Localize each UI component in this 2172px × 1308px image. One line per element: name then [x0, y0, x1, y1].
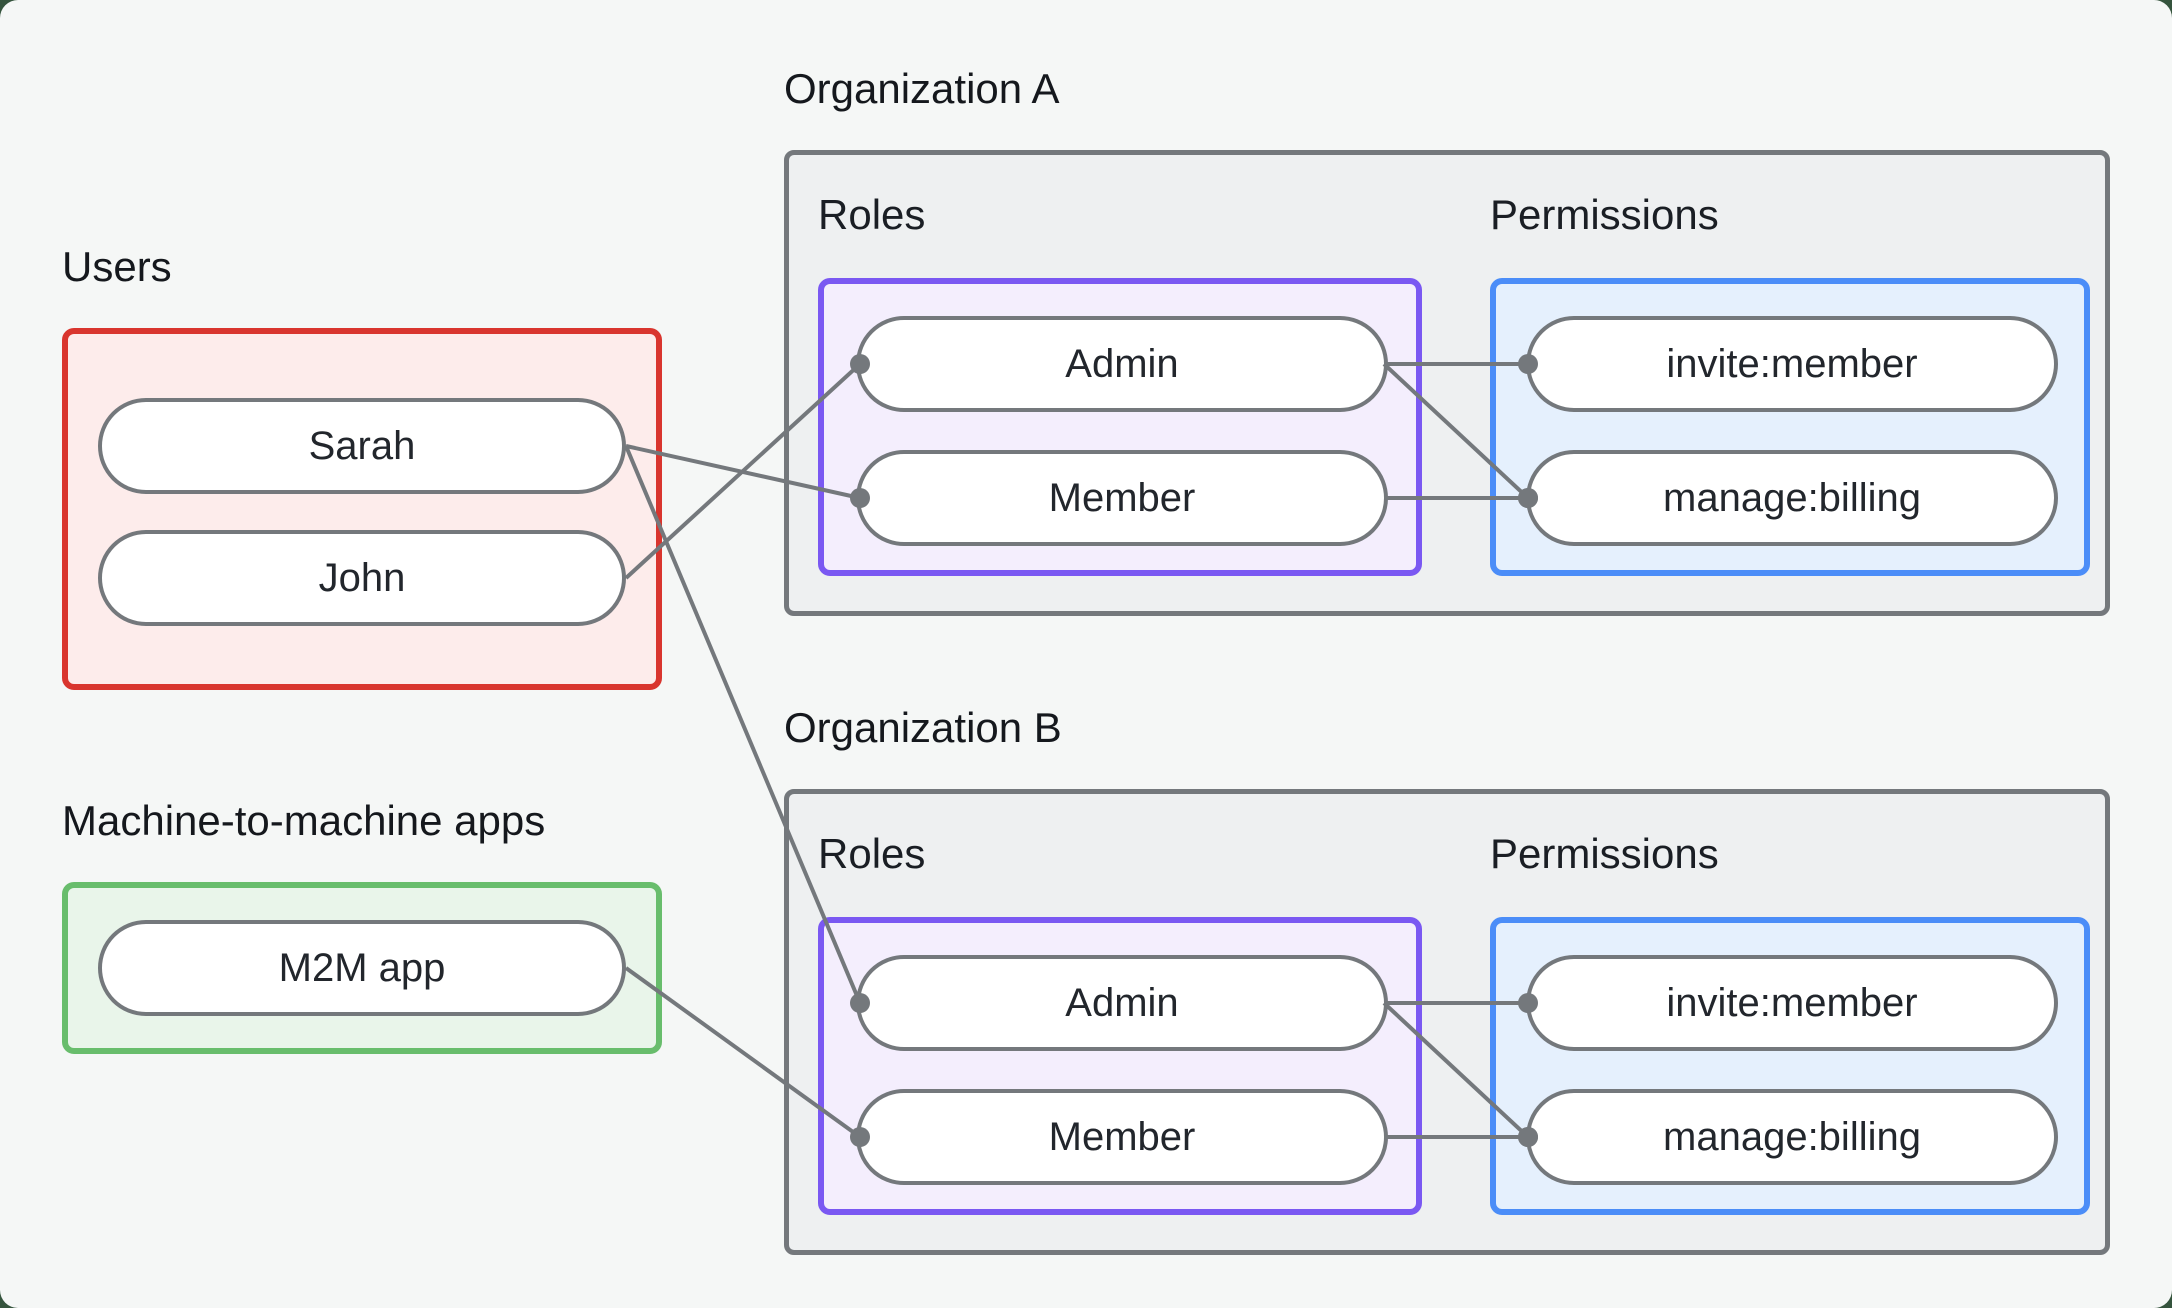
user-pill-sarah: Sarah	[98, 398, 626, 494]
org-b-roles-label: Roles	[818, 830, 926, 877]
m2m-section-title: Machine-to-machine apps	[62, 797, 546, 844]
org-b-role-pill-admin: Admin	[856, 955, 1388, 1051]
org-b-title: Organization B	[784, 704, 1062, 751]
m2m-app-pill: M2M app	[98, 920, 626, 1016]
org-b-permission-pill-manage-billing: manage:billing	[1526, 1089, 2058, 1185]
org-a-title: Organization A	[784, 65, 1060, 112]
org-b-permission-pill-invite-member: invite:member	[1526, 955, 2058, 1051]
org-a-permission-pill-invite-member: invite:member	[1526, 316, 2058, 412]
org-a-permission-pill-manage-billing: manage:billing	[1526, 450, 2058, 546]
org-a-roles-label: Roles	[818, 191, 926, 238]
org-a-permissions-label: Permissions	[1490, 191, 1719, 238]
users-group-box	[62, 328, 662, 690]
org-b-permissions-label: Permissions	[1490, 830, 1719, 877]
org-a-role-pill-admin: Admin	[856, 316, 1388, 412]
user-pill-john: John	[98, 530, 626, 626]
org-b-role-pill-member: Member	[856, 1089, 1388, 1185]
org-a-role-pill-member: Member	[856, 450, 1388, 546]
users-section-title: Users	[62, 243, 172, 290]
